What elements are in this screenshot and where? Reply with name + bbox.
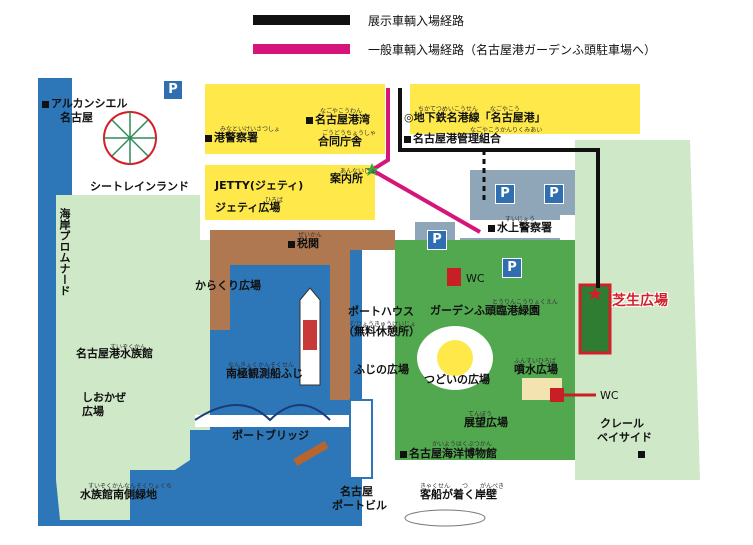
legend-line-general	[253, 44, 350, 54]
label-subway: ◎地下鉄名港線「名古屋港」	[404, 111, 546, 124]
block-jetty	[205, 165, 375, 220]
label-south-green: 水族館南側緑地	[80, 488, 157, 501]
legend-general-label: 一般車輌入場経路（名古屋港ガーデンふ頭駐車場へ）	[368, 43, 657, 57]
parking-icon: P	[495, 184, 515, 204]
ruby-subway: ちかてつめいこうせん なごやこう	[418, 106, 520, 113]
ruby-info: あんないじょ	[340, 168, 377, 175]
label-arukan: アルカンシエル	[42, 98, 128, 110]
cruise-ship	[404, 509, 486, 527]
label-funsui: 噴水広場	[514, 363, 558, 376]
label-jetty-2: ジェティ広場	[215, 201, 281, 214]
label-shibafu: 芝生広場	[612, 293, 668, 309]
label-portbuilding-2: ポートビル	[332, 499, 387, 512]
block-mgmt	[565, 84, 640, 134]
label-wc-1: WC	[466, 272, 485, 285]
ruby-south-green: すいぞくかんなんそくりょくち	[88, 483, 173, 490]
label-arukan-2: 名古屋	[60, 111, 93, 124]
ruby-kaiyo: かいようはくぶつかん	[432, 441, 492, 448]
parking-icon: P	[163, 80, 183, 100]
label-nankyoku: 南極観測船ふじ	[226, 367, 303, 380]
ruby-nankyoku: なんきょくかんそくせん	[228, 362, 295, 369]
ruby-porthouse: むりょうきゅうけいじょ	[350, 321, 417, 328]
label-customs: 税関	[288, 238, 319, 250]
parking-icon: P	[427, 230, 447, 250]
parking-icon: P	[502, 258, 522, 278]
block-police	[205, 84, 290, 154]
ruby-jetty: ひろば	[265, 197, 284, 204]
label-crail-1: クレール	[600, 417, 644, 430]
ruby-tenbou: てんぼう	[468, 411, 493, 418]
label-karakuri: からくり広場	[195, 279, 261, 292]
wc-marker-2	[550, 388, 564, 402]
crail-marker	[638, 451, 645, 458]
ruby-gov-1: なごやこうわん	[320, 108, 363, 115]
label-crail-2: ベイサイド	[597, 431, 652, 444]
label-porthouse-2: （無料休憩所）	[343, 325, 420, 338]
label-tsudoi: つどいの広場	[424, 373, 490, 386]
ruby-garden: とうりんこうりょくえん	[492, 299, 559, 306]
ship-fuji-deck	[303, 320, 317, 350]
star-info	[365, 163, 379, 176]
route-exhibit	[398, 88, 600, 288]
label-gov-1: 名古屋港湾	[306, 114, 370, 126]
label-info: 案内所	[330, 172, 363, 185]
block-subway	[410, 84, 565, 134]
label-fuji-plaza: ふじの広場	[354, 363, 409, 376]
pier-brown	[210, 230, 395, 400]
block-gov	[290, 84, 385, 154]
label-promenade: 海岸プロムナード	[58, 208, 71, 296]
label-tenbou: 展望広場	[464, 416, 508, 429]
ruby-cruise: きゃくせん つ がんぺき	[420, 483, 505, 490]
legend-line-exhibit	[253, 15, 350, 25]
ruby-water-police: すいじょう	[505, 216, 536, 223]
park-east	[575, 140, 700, 480]
ruby-customs: ぜいかん	[298, 232, 323, 239]
label-mgmt: 名古屋港管理組合	[404, 133, 501, 145]
route-general	[368, 88, 481, 234]
port-building	[349, 399, 373, 479]
label-minato-police: 港警察署	[205, 132, 258, 144]
ruby-mgmt: なごやこうかんりくみあい	[470, 127, 543, 134]
label-portbuilding-1: 名古屋	[340, 485, 373, 498]
walkway	[195, 415, 355, 427]
label-kaiyo: 名古屋海洋博物館	[400, 448, 497, 460]
label-wc-2: WC	[600, 389, 619, 402]
parking-icon: P	[544, 184, 564, 204]
label-shiokaze-1: しおかぜ	[82, 391, 126, 404]
label-aquarium: 名古屋港水族館	[76, 347, 153, 360]
label-gov-2: 合同庁舎	[318, 135, 362, 148]
label-bridge: ポートブリッジ	[232, 429, 309, 442]
label-water-police: 水上警察署	[488, 222, 552, 234]
ruby-funsui: ふんすいひろば	[514, 358, 556, 365]
small-boat	[293, 441, 329, 466]
label-jetty-1: JETTY(ジェティ)	[215, 179, 304, 192]
legend-exhibit-label: 展示車輌入場経路	[368, 14, 465, 28]
label-porthouse-1: ポートハウス	[348, 305, 414, 318]
ruby-aquarium: すいぞくかん	[110, 344, 147, 351]
land-west	[56, 195, 260, 520]
ruby-gov-2: ごうどうちょうしゃ	[322, 130, 377, 137]
star-shibafu	[588, 287, 602, 300]
ruby-minato-police: みなといけいさつしょ	[220, 126, 281, 133]
label-shiokaze-2: 広場	[82, 405, 104, 418]
label-garden: ガーデンふ頭臨港緑園	[430, 304, 540, 317]
bridge-arc	[194, 404, 331, 422]
tsudoi-center	[437, 340, 473, 376]
label-seatrain: シートレインランド	[90, 180, 189, 193]
label-cruise: 客船が着く岸壁	[420, 488, 497, 501]
wc-marker-1	[447, 268, 461, 286]
